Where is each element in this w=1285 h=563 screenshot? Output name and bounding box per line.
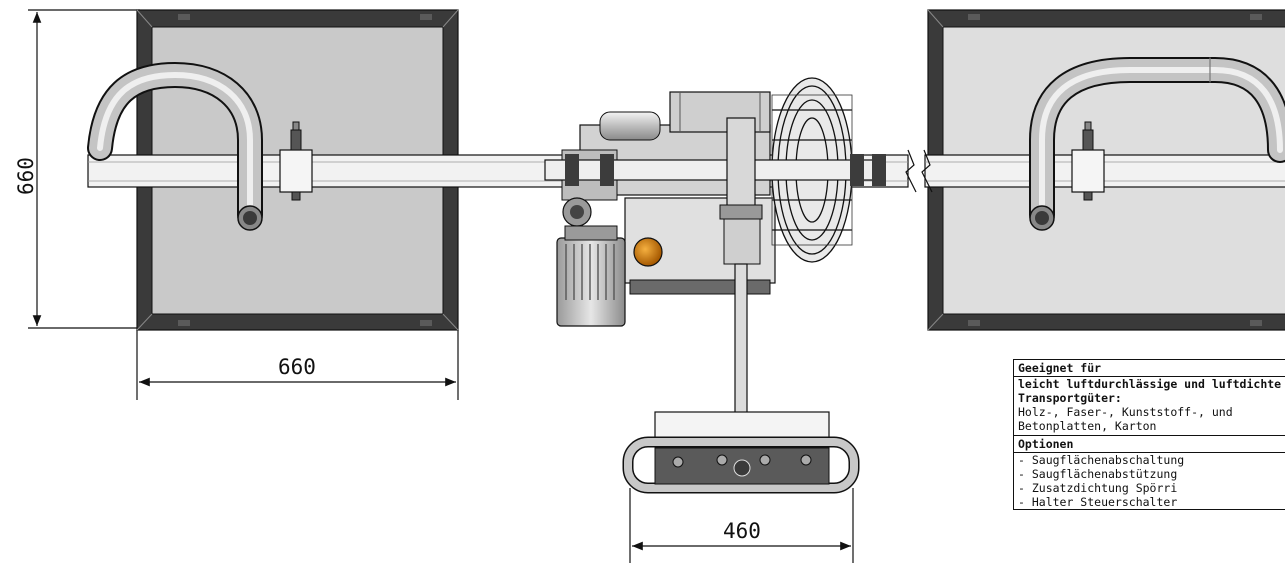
- option-item: - Zusatzdichtung Spörri: [1018, 481, 1178, 495]
- suitable-line-2: Transportgüter:: [1018, 391, 1122, 405]
- suitable-line-1: leicht luftdurchlässige und luftdichte: [1018, 377, 1282, 391]
- central-crossbar: [544, 154, 886, 186]
- suitable-section: leicht luftdurchlässige und luftdichte T…: [1014, 377, 1285, 436]
- options-list: - Saugflächenabschaltung - Saugflächenab…: [1014, 453, 1285, 509]
- option-item: - Saugflächenabstützung: [1018, 467, 1178, 481]
- width-dimension-handle: [629, 488, 854, 563]
- option-item: - Saugflächenabschaltung: [1018, 453, 1185, 467]
- suitable-header: Geeignet für: [1014, 360, 1285, 377]
- suitable-line-3: Holz-, Faser-, Kunststoff-, und: [1018, 405, 1233, 419]
- height-dimension-left: [28, 9, 140, 329]
- vacuum-hose-left: [87, 61, 263, 228]
- electric-motor: [556, 225, 626, 327]
- width-dimension-left: [136, 330, 459, 400]
- width-dimension-label: 660: [278, 355, 316, 379]
- handle-width-label: 460: [723, 519, 761, 543]
- beam-clamp-right: [1071, 121, 1105, 201]
- suitable-line-4: Betonplatten, Karton: [1018, 419, 1157, 433]
- orange-knob: [633, 237, 663, 267]
- control-handle: [622, 411, 860, 494]
- beam-clamp-left: [279, 121, 313, 201]
- spec-table: Geeignet für leicht luftdurchlässige und…: [1013, 359, 1285, 510]
- options-header: Optionen: [1014, 436, 1285, 453]
- option-item: - Halter Steuerschalter: [1018, 495, 1178, 509]
- height-dimension-label: 660: [14, 157, 38, 195]
- vacuum-hose-right: [1029, 57, 1285, 228]
